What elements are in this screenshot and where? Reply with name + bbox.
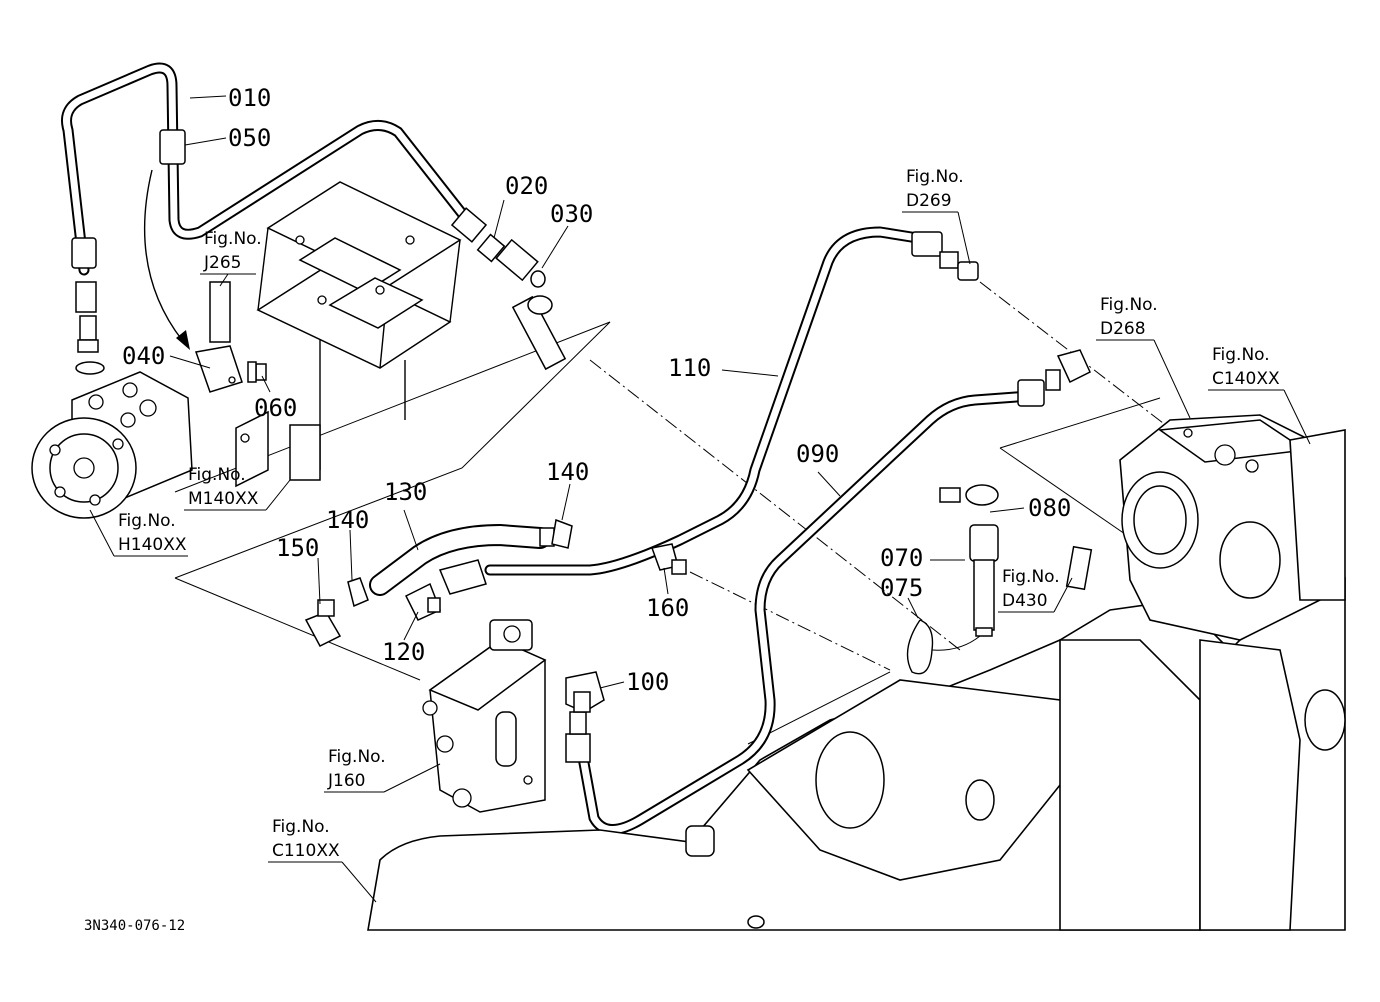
sleeve-050	[159, 129, 186, 165]
fig-ref-j265-prefix: Fig.No.	[204, 229, 262, 249]
fig-ref-d269: D269	[906, 191, 952, 211]
fig-ref-m140xx-prefix: Fig.No.	[188, 465, 246, 485]
control-valve-j160	[422, 619, 547, 813]
fig-ref-c110xx: C110XX	[272, 841, 340, 861]
label-020: 020	[505, 172, 548, 200]
label-030: 030	[550, 200, 593, 228]
fitting-020	[450, 207, 567, 371]
pipe-090	[565, 349, 1091, 835]
fig-ref-h140xx-prefix: Fig.No.	[118, 511, 176, 531]
label-120: 120	[382, 638, 425, 666]
fitting-160	[650, 543, 687, 575]
fig-ref-d269-prefix: Fig.No.	[906, 167, 964, 187]
transmission-case-c110xx	[367, 577, 1346, 931]
pipe-110	[484, 226, 979, 576]
drawing-code: 3N340-076-12	[84, 918, 185, 934]
label-050: 050	[228, 124, 271, 152]
fig-ref-m140xx: M140XX	[188, 489, 259, 509]
clamp-040	[195, 281, 267, 393]
label-070: 070	[880, 544, 923, 572]
fig-ref-c140xx-prefix: Fig.No.	[1212, 345, 1270, 365]
label-160: 160	[646, 594, 689, 622]
fig-ref-d430: D430	[1002, 591, 1048, 611]
filter-070	[939, 484, 1093, 637]
hydraulic-block-d268	[1119, 414, 1346, 641]
part-labels: 010 050 020 030 040 060 110 090 080 070 …	[122, 84, 1071, 696]
assembly-arrow	[143, 169, 190, 350]
label-140-upper: 140	[546, 458, 589, 486]
fig-ref-d430-prefix: Fig.No.	[1002, 567, 1060, 587]
fig-ref-j265: J265	[203, 253, 241, 273]
pump-h140xx	[31, 371, 193, 519]
fitting-120	[404, 582, 441, 621]
label-140-lower: 140	[326, 506, 369, 534]
fig-ref-d268-prefix: Fig.No.	[1100, 295, 1158, 315]
fig-ref-d268: D268	[1100, 319, 1146, 339]
support-bracket	[235, 181, 462, 488]
fig-ref-c110xx-prefix: Fig.No.	[272, 817, 330, 837]
label-130: 130	[384, 478, 427, 506]
label-110: 110	[668, 354, 711, 382]
label-150: 150	[276, 534, 319, 562]
fig-ref-h140xx: H140XX	[118, 535, 187, 555]
fitting-150	[304, 599, 342, 647]
hose-130	[347, 518, 573, 608]
figure-references: Fig.No. J265 Fig.No. M140XX Fig.No. H140…	[89, 167, 1311, 903]
part-leaders	[169, 95, 1025, 689]
label-075: 075	[880, 574, 923, 602]
label-060: 060	[254, 394, 297, 422]
elbow-100	[565, 671, 605, 713]
label-080: 080	[1028, 494, 1071, 522]
label-010: 010	[228, 84, 271, 112]
label-040: 040	[122, 342, 165, 370]
band-075	[906, 619, 981, 675]
label-100: 100	[626, 668, 669, 696]
fig-ref-j160-prefix: Fig.No.	[328, 747, 386, 767]
fig-ref-c140xx: C140XX	[1212, 369, 1280, 389]
pipe-010	[61, 62, 481, 375]
fig-ref-j160: J160	[327, 771, 365, 791]
label-090: 090	[796, 440, 839, 468]
